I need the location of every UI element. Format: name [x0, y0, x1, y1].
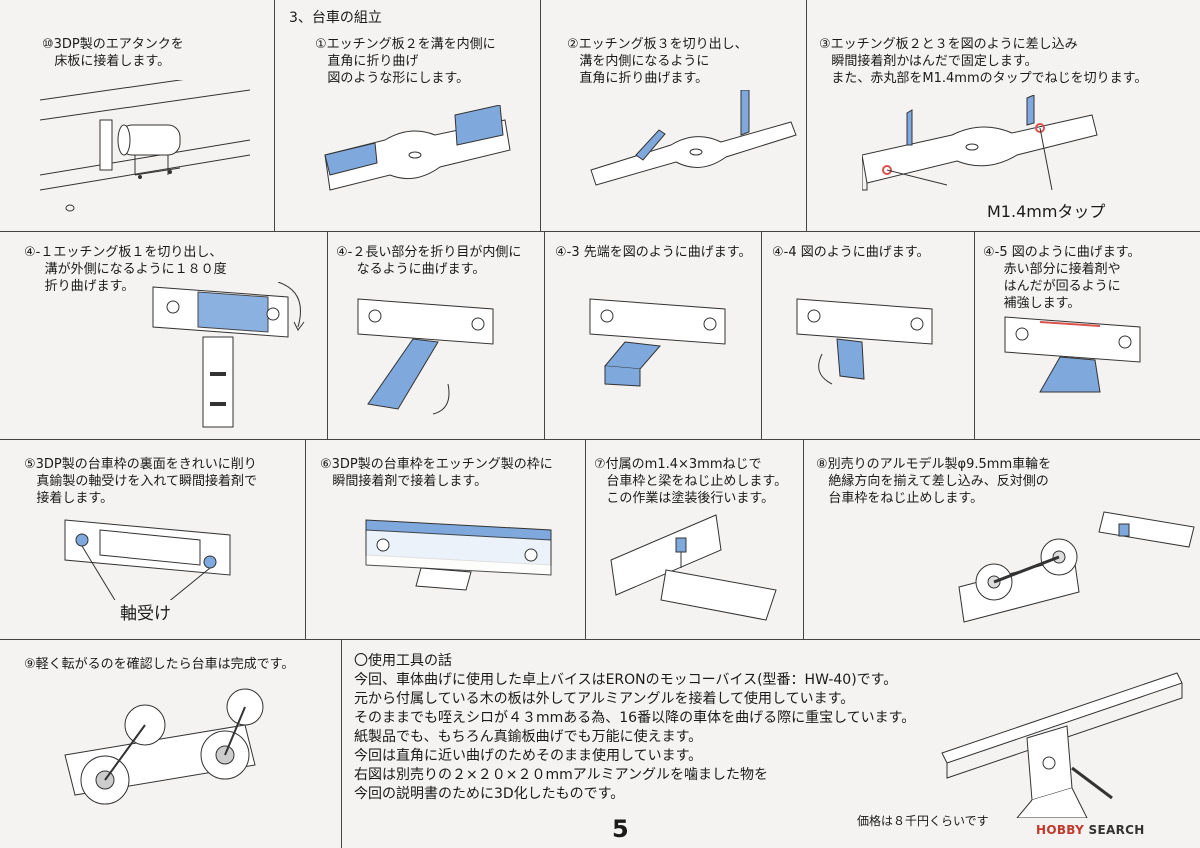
panel-step-4-4: ④-4 図のように曲げます。 — [762, 232, 975, 440]
tools-line-3: そのままでも咥えシロが４３mmある為、16番以降の車体を曲げる際に重宝しています… — [354, 710, 916, 726]
tools-line-7: 今回の説明書のために3D化したものです。 — [354, 786, 625, 802]
step-7-caption: ⑦付属のm1.4×3mmねじで 台車枠と梁をねじ止めします。 この作業は塗装後行… — [594, 457, 788, 506]
step-6-caption: ⑥3DP製の台車枠をエッチング製の枠に 瞬間接着剤で接着します。 — [320, 457, 553, 489]
panel-step-6: ⑥3DP製の台車枠をエッチング製の枠に 瞬間接着剤で接着します。 — [306, 440, 586, 640]
hobby-search-logo: HOBBY SEARCH — [1036, 823, 1145, 837]
bogie-frame-bearing-illustration — [64, 519, 231, 600]
step-4-5-caption: ④-5 図のように曲げます。 赤い部分に接着剤や はんだが回るように 補強します… — [983, 245, 1141, 311]
panel-step-5: ⑤3DP製の台車枠の裏面をきれいに削り 真鍮製の軸受けを入れて瞬間接着剤で 接着… — [0, 440, 306, 640]
frame-attach-illustration — [365, 519, 552, 591]
air-tank-illustration — [40, 80, 251, 212]
reinforce-illustration — [1004, 316, 1141, 393]
section-title: 3、台車の組立 — [289, 10, 382, 26]
tools-heading: 〇使用工具の話 — [354, 653, 452, 669]
panel-step-4-2: ④-２長い部分を折り目が内側に なるように曲げます。 — [328, 232, 545, 440]
step-5-caption: ⑤3DP製の台車枠の裏面をきれいに削り 真鍮製の軸受けを入れて瞬間接着剤で 接着… — [24, 457, 258, 506]
panel-step-1: 3、台車の組立 ①エッチング板２を溝を内側に 直角に折り曲げ 図のような形にしま… — [275, 0, 541, 232]
assembled-plates-illustration — [862, 95, 1098, 191]
long-part-bend-illustration — [357, 298, 494, 415]
bearing-label: 軸受け — [120, 604, 171, 624]
tip-bend-illustration — [589, 298, 726, 387]
tools-line-5: 今回は直角に近い曲げのためそのまま使用しています。 — [354, 748, 703, 764]
etching-plate-3-illustration — [590, 90, 797, 186]
panel-step-3: ③エッチング板２と３を図のように差し込み 瞬間接着剤かはんだで固定します。 また… — [807, 0, 1200, 232]
m14-tap-label: M1.4mmタップ — [987, 202, 1106, 221]
wheel-install-illustration — [958, 511, 1195, 623]
panel-step-4-1: ④-１エッチング板１を切り出し、 溝が外側になるように１８０度 折り曲げます。 — [0, 232, 328, 440]
step-1-caption: ①エッチング板２を溝を内側に 直角に折り曲げ 図のような形にします。 — [315, 37, 496, 86]
panel-tools: 〇使用工具の話 今回、車体曲げに使用した卓上バイスはERONのモッコーバイス(型… — [342, 640, 1200, 848]
tools-line-4: 紙製品でも、もちろん真鍮板曲げでも万能に使えます。 — [354, 729, 703, 745]
tools-line-2: 元から付属している木の板は外してアルミアングルを接着して使用しています。 — [354, 691, 855, 707]
bench-vise-illustration — [941, 672, 1183, 818]
panel-step-9: ⑨軽く転がるのを確認したら台車は完成です。 — [0, 640, 342, 848]
step-4-4-caption: ④-4 図のように曲げます。 — [772, 245, 930, 260]
panel-step-8: ⑧別売りのアルモデル製φ9.5mm車輪を 絶縁方向を揃えて差し込み、反対側の 台… — [804, 440, 1200, 640]
logo-brand-search: SEARCH — [1084, 823, 1145, 837]
step-4-3-caption: ④-3 先端を図のように曲げます。 — [555, 245, 752, 260]
panel-step-4-5: ④-5 図のように曲げます。 赤い部分に接着剤や はんだが回るように 補強します… — [975, 232, 1200, 440]
step-4-2-caption: ④-２長い部分を折り目が内側に なるように曲げます。 — [336, 245, 522, 277]
panel-step-7: ⑦付属のm1.4×3mmねじで 台車枠と梁をねじ止めします。 この作業は塗装後行… — [586, 440, 804, 640]
panel-step-2: ②エッチング板３を切り出し、 溝を内側になるように 直角に折り曲げます。 — [541, 0, 807, 232]
tools-line-1: 今回、車体曲げに使用した卓上バイスはERONのモッコーバイス(型番：HW-40)… — [354, 672, 898, 688]
step-10-caption: ⑩3DP製のエアタンクを 床板に接着します。 — [42, 37, 184, 69]
logo-brand-hobby: HOBBY — [1036, 823, 1085, 837]
tools-line-6: 右図は別売りの２×２０×２０mmアルミアングルを噛ました物を — [354, 767, 769, 783]
panel-step-4-3: ④-3 先端を図のように曲げます。 — [545, 232, 762, 440]
second-bend-illustration — [796, 298, 933, 385]
screw-fix-illustration — [610, 514, 777, 621]
completed-bogie-illustration — [64, 688, 264, 805]
panel-step-10: ⑩3DP製のエアタンクを 床板に接着します。 — [0, 0, 275, 232]
page-number: 5 — [612, 815, 629, 843]
step-8-caption: ⑧別売りのアルモデル製φ9.5mm車輪を 絶縁方向を揃えて差し込み、反対側の 台… — [816, 457, 1052, 506]
price-text: 価格は８千円くらいです — [857, 814, 989, 828]
step-3-caption: ③エッチング板２と３を図のように差し込み 瞬間接着剤かはんだで固定します。 また… — [819, 37, 1148, 86]
step-2-caption: ②エッチング板３を切り出し、 溝を内側になるように 直角に折り曲げます。 — [567, 37, 748, 86]
etching-plate-1-fold-illustration — [152, 282, 305, 428]
step-9-caption: ⑨軽く転がるのを確認したら台車は完成です。 — [24, 657, 295, 672]
etching-plate-2-illustration — [324, 105, 511, 191]
step-4-1-caption: ④-１エッチング板１を切り出し、 溝が外側になるように１８０度 折り曲げます。 — [24, 245, 227, 294]
